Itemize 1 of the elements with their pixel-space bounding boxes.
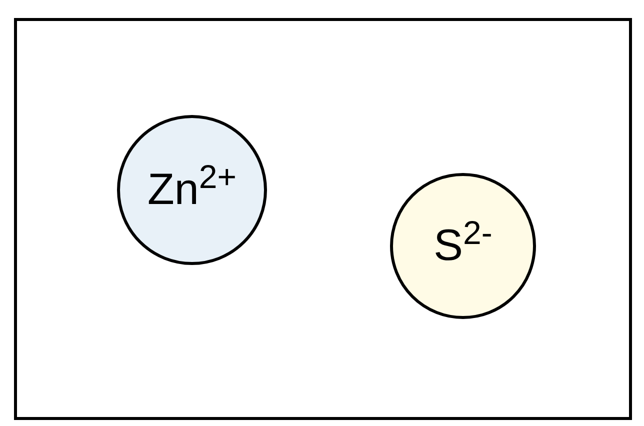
container-box (14, 18, 632, 420)
